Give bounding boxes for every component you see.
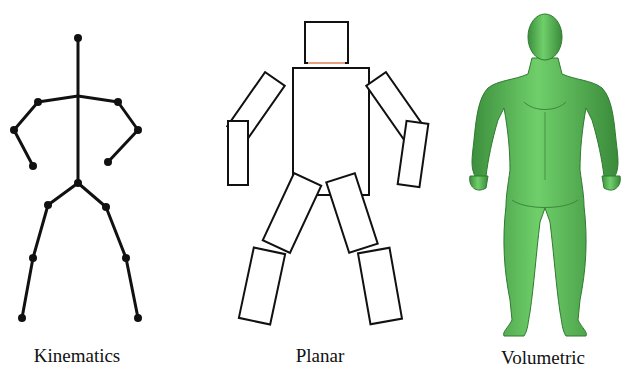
figure-caption: Volumetric (501, 347, 585, 369)
figure-caption: Kinematics (34, 345, 121, 367)
volumetric-figure (470, 14, 621, 336)
stick-figure (14, 38, 138, 318)
figure-caption: Planar (296, 345, 345, 367)
joint-dots (10, 34, 142, 322)
planar-figure (227, 22, 428, 325)
